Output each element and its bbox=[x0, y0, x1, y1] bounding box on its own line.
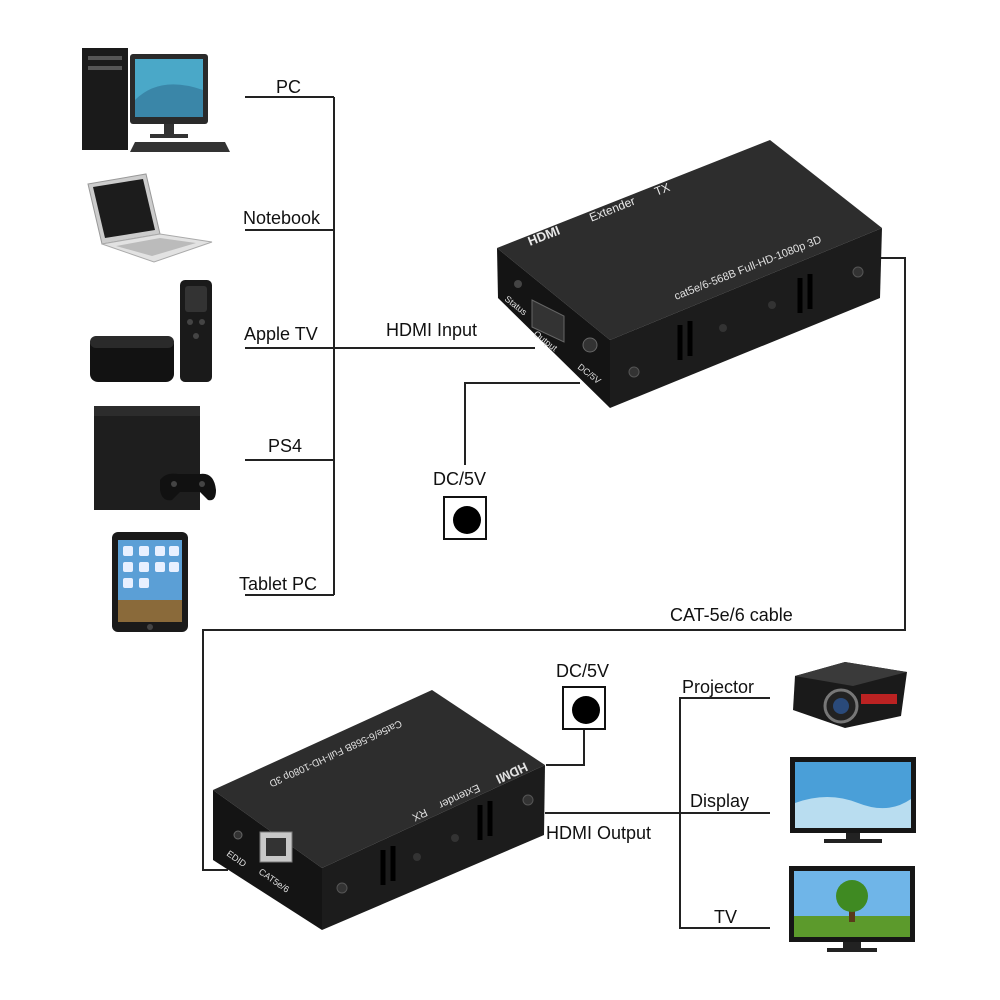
projector-label: Projector bbox=[682, 677, 755, 697]
tablet-pc-label: Tablet PC bbox=[239, 574, 318, 594]
tx-dc-power-jack bbox=[443, 496, 487, 540]
hdmi-output-label: HDMI Output bbox=[546, 823, 652, 843]
projector-icon bbox=[793, 662, 907, 728]
pc-label: PC bbox=[276, 77, 302, 97]
tv-icon bbox=[789, 866, 915, 952]
notebook-icon bbox=[87, 173, 213, 263]
notebook-label: Notebook bbox=[243, 208, 321, 228]
tx-extender-device: HDMI Extender TX cat5e/6-568B Full-HD-10… bbox=[497, 140, 882, 408]
hdmi-input-label: HDMI Input bbox=[386, 320, 478, 340]
ps4-icon bbox=[94, 406, 216, 510]
apple-tv-label: Apple TV bbox=[244, 324, 318, 344]
rx-dc-label: DC/5V bbox=[556, 661, 610, 681]
pc-icon bbox=[82, 48, 230, 152]
display-label: Display bbox=[690, 791, 750, 811]
tx-role: TX bbox=[652, 180, 671, 199]
tv-label: TV bbox=[714, 907, 738, 927]
power-dot-icon bbox=[453, 506, 481, 534]
power-dot-icon bbox=[572, 696, 600, 724]
apple-tv-icon bbox=[90, 280, 212, 382]
ps4-label: PS4 bbox=[268, 436, 303, 456]
rx-dc-power-jack bbox=[562, 686, 606, 730]
tablet-pc-icon bbox=[112, 532, 188, 632]
tx-dc-label: DC/5V bbox=[433, 469, 487, 489]
cable-label: CAT-5e/6 cable bbox=[670, 605, 793, 625]
rx-extender-device: HDMI Extender RX Cat5e/6-568B Full-HD-10… bbox=[213, 690, 545, 930]
display-icon bbox=[790, 757, 916, 843]
